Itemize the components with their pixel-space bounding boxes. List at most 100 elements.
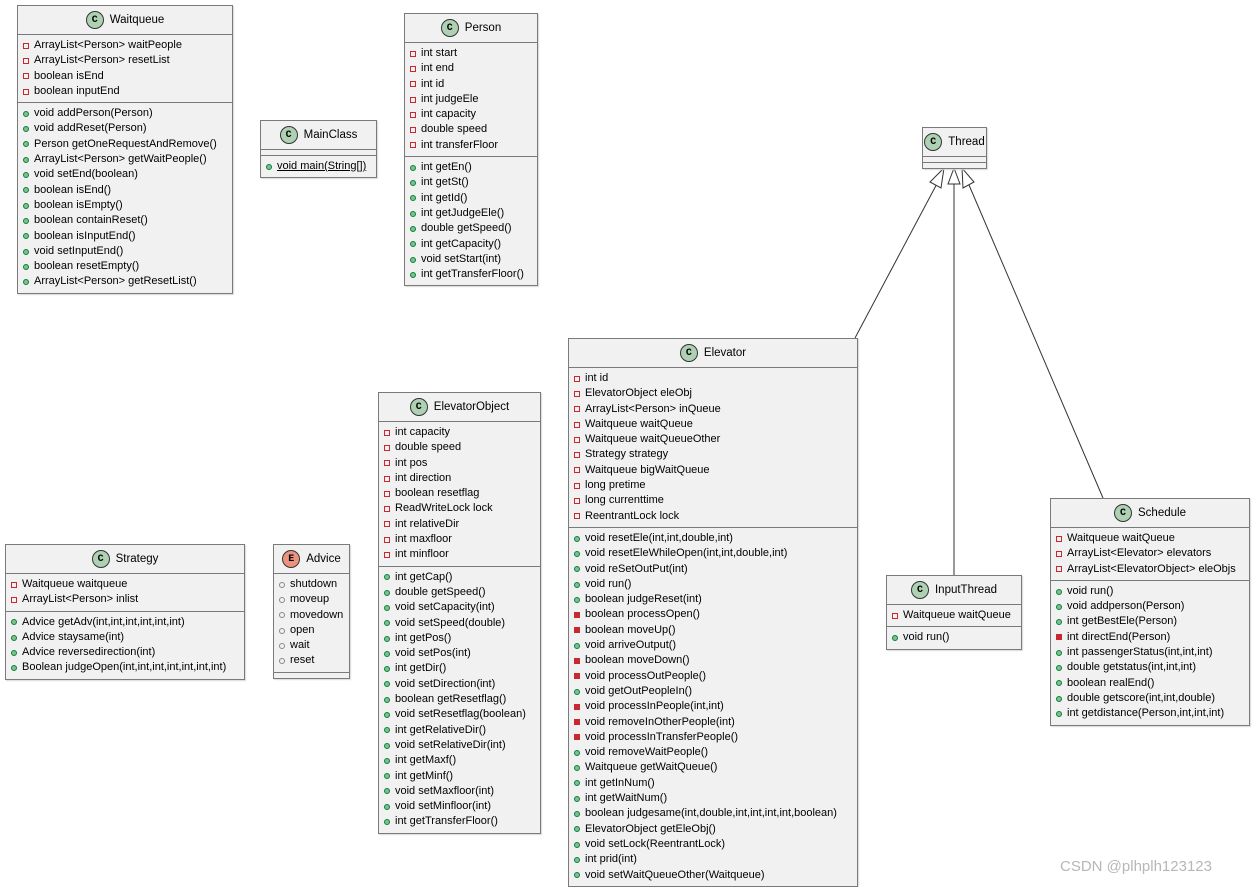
method-row: void setMaxfloor(int) bbox=[379, 784, 540, 799]
method-text: void addReset(Person) bbox=[34, 122, 147, 135]
method-text: void run() bbox=[1067, 584, 1114, 597]
public-icon bbox=[11, 649, 17, 656]
public-icon bbox=[410, 225, 416, 232]
method-row: void setInputEnd() bbox=[18, 244, 232, 259]
field-row: moveup bbox=[274, 592, 349, 607]
field-text: double speed bbox=[421, 123, 488, 136]
private-icon bbox=[1056, 634, 1062, 641]
method-row: int getdistance(Person,int,int,int) bbox=[1051, 706, 1249, 721]
private-icon bbox=[574, 406, 580, 413]
method-text: int getCap() bbox=[395, 570, 453, 583]
edge-elevator-thread bbox=[854, 177, 941, 339]
fields-section: Waitqueue waitQueue bbox=[887, 605, 1021, 628]
method-row: boolean isEnd() bbox=[18, 183, 232, 198]
method-text: boolean moveDown() bbox=[585, 654, 690, 667]
inherit-arrowhead-inputthread bbox=[947, 166, 961, 185]
field-row: int start bbox=[405, 46, 537, 61]
public-icon bbox=[1056, 588, 1062, 595]
method-row: int getDir() bbox=[379, 661, 540, 676]
private-icon bbox=[384, 506, 390, 513]
method-text: void addperson(Person) bbox=[1067, 600, 1185, 613]
public-icon bbox=[1056, 665, 1062, 672]
method-text: void addPerson(Person) bbox=[34, 107, 153, 120]
field-text: moveup bbox=[290, 593, 330, 606]
field-text: movedown bbox=[290, 608, 344, 621]
field-row: double speed bbox=[379, 440, 540, 455]
public-icon bbox=[410, 180, 416, 187]
field-text: int pos bbox=[395, 456, 428, 469]
field-text: int relativeDir bbox=[395, 517, 460, 530]
field-row: ReentrantLock lock bbox=[569, 509, 857, 524]
class-name: ElevatorObject bbox=[433, 401, 510, 413]
method-text: int getInNum() bbox=[585, 776, 655, 789]
class-name: Strategy bbox=[115, 553, 159, 565]
field-text: Waitqueue waitQueue bbox=[903, 609, 1011, 621]
method-row: void setStart(int) bbox=[405, 252, 537, 267]
method-text: void arriveOutput() bbox=[585, 639, 677, 652]
method-row: void processOutPeople() bbox=[569, 669, 857, 684]
field-row: int pos bbox=[379, 456, 540, 471]
method-row: int getTransferFloor() bbox=[379, 814, 540, 829]
method-row: void addReset(Person) bbox=[18, 121, 232, 136]
method-text: int getRelativeDir() bbox=[395, 723, 487, 736]
public-icon bbox=[23, 187, 29, 194]
method-text: int getPos() bbox=[395, 631, 452, 644]
method-row: void run() bbox=[887, 630, 1021, 645]
method-row: boolean realEnd() bbox=[1051, 676, 1249, 691]
method-text: void resetEle(int,int,double,int) bbox=[585, 531, 733, 544]
method-row: int passengerStatus(int,int,int) bbox=[1051, 645, 1249, 660]
field-row: ArrayList<ElevatorObject> eleObjs bbox=[1051, 562, 1249, 577]
method-row: void processInTransferPeople() bbox=[569, 730, 857, 745]
private-icon bbox=[410, 96, 416, 103]
method-text: void setStart(int) bbox=[421, 252, 502, 265]
method-row: int getMaxf() bbox=[379, 753, 540, 768]
public-icon bbox=[892, 634, 898, 641]
field-text: ArrayList<Person> inlist bbox=[22, 593, 139, 606]
field-row: ArrayList<Person> waitPeople bbox=[18, 38, 232, 53]
public-icon bbox=[574, 841, 580, 848]
method-text: int getTransferFloor() bbox=[421, 268, 524, 281]
field-row: ArrayList<Elevator> elevators bbox=[1051, 546, 1249, 561]
method-text: boolean isEnd() bbox=[34, 183, 112, 196]
method-row: void getOutPeopleIn() bbox=[569, 684, 857, 699]
field-text: Waitqueue waitQueueOther bbox=[585, 433, 721, 446]
public-icon bbox=[574, 749, 580, 756]
method-text: void resetEleWhileOpen(int,int,double,in… bbox=[585, 547, 788, 560]
field-row: boolean resetflag bbox=[379, 486, 540, 501]
method-row: ArrayList<Person> getResetList() bbox=[18, 274, 232, 289]
private-icon bbox=[23, 73, 29, 80]
field-row: int capacity bbox=[405, 107, 537, 122]
fields-section bbox=[261, 150, 376, 156]
method-row: int getWaitNum() bbox=[569, 791, 857, 806]
public-icon bbox=[574, 566, 580, 573]
public-icon bbox=[23, 156, 29, 163]
method-row: void setSpeed(double) bbox=[379, 616, 540, 631]
class-name: Person bbox=[464, 22, 502, 34]
method-text: void getOutPeopleIn() bbox=[585, 684, 693, 697]
method-row: Person getOneRequestAndRemove() bbox=[18, 137, 232, 152]
method-text: int getCapacity() bbox=[421, 237, 502, 250]
method-text: void setWaitQueueOther(Waitqueue) bbox=[585, 868, 765, 881]
field-text: ElevatorObject eleObj bbox=[585, 387, 692, 400]
private-icon bbox=[410, 142, 416, 149]
private-icon bbox=[574, 467, 580, 474]
field-row: int minfloor bbox=[379, 547, 540, 562]
enum-badge-icon: E bbox=[282, 550, 301, 568]
field-row: double speed bbox=[405, 122, 537, 137]
field-row: Waitqueue waitQueue bbox=[887, 608, 1021, 623]
field-row: ElevatorObject eleObj bbox=[569, 386, 857, 401]
